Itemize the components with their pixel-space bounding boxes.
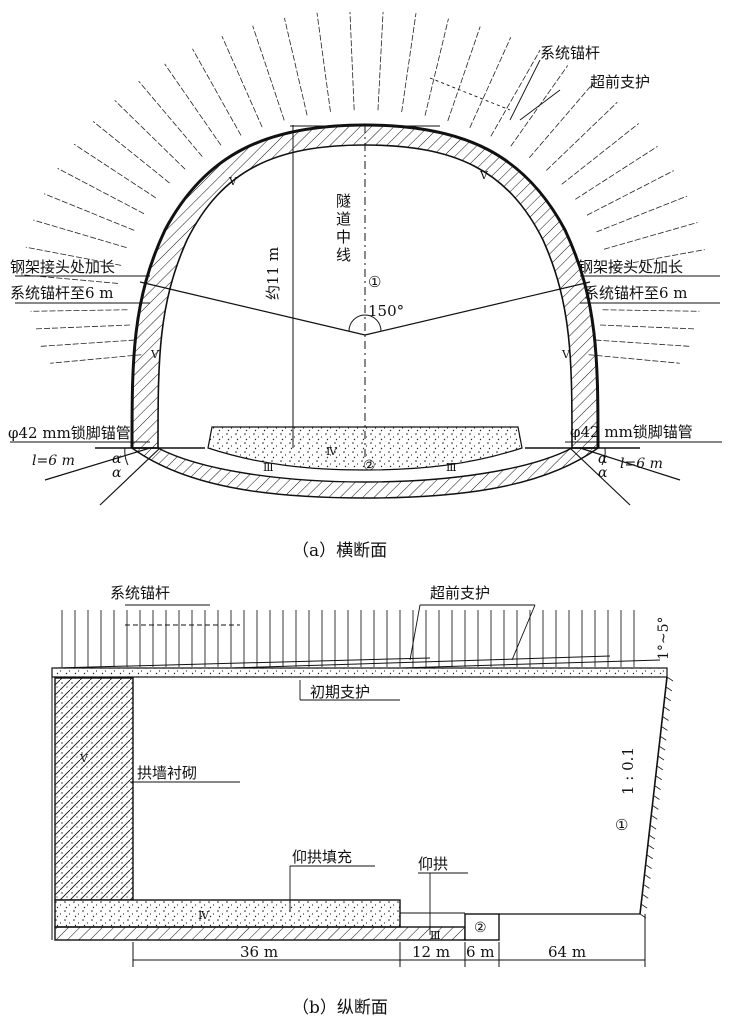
centerline-char-1: 隧 xyxy=(336,192,351,210)
step-marker-5-a: Ⅴ xyxy=(228,175,238,188)
step-marker-5-b: Ⅴ xyxy=(479,169,489,182)
invert-fill-block xyxy=(54,899,401,928)
long-label-advance-support: 超前支护 xyxy=(430,584,490,602)
cross-caption: （a）横断面 xyxy=(292,541,387,561)
long-label-invert-fill: 仰拱填充 xyxy=(292,848,352,866)
cross-label-advance-support: 超前支护 xyxy=(590,73,650,91)
dim-6m: 6 m xyxy=(466,943,495,961)
long-section: 系统锚杆 超前支护 1°~5° 初期支护 拱墙衬砌 1 : 0.1 仰拱填充 仰… xyxy=(51,584,674,1018)
dim-36m: 36 m xyxy=(240,943,278,961)
cross-label-alpha-left-2: α xyxy=(112,465,122,481)
centerline-char-4: 线 xyxy=(336,246,351,264)
centerline-char-2: 道 xyxy=(336,210,351,228)
step-marker-3-right: Ⅲ xyxy=(446,461,457,474)
cross-label-system-bolt: 系统锚杆 xyxy=(540,44,600,62)
dim-12m: 12 m xyxy=(412,943,450,961)
system-bolts-radial xyxy=(21,11,705,364)
cross-label-alpha-left-1: α xyxy=(112,451,122,467)
cross-label-steel-joint-right-1: 钢架接头处加长 xyxy=(578,258,683,276)
long-label-primary-support: 初期支护 xyxy=(310,683,370,701)
step-marker-4: Ⅳ xyxy=(326,445,338,458)
cross-label-l6-left: l=6 m xyxy=(32,453,75,469)
cross-label-steel-joint-right-2: 系统锚杆至6 m xyxy=(584,284,688,302)
cross-section: 系统锚杆 超前支护 隧 道 中 线 约11 m 150° 钢架接头处加长 系统锚… xyxy=(8,11,722,561)
step-2-block xyxy=(464,913,500,941)
long-label-slope: 1 : 0.1 xyxy=(619,747,637,795)
long-label-system-bolt: 系统锚杆 xyxy=(110,584,170,602)
angle-label: 150° xyxy=(368,302,404,320)
long-step-5: Ⅴ xyxy=(79,752,89,765)
height-label: 约11 m xyxy=(264,247,282,300)
step-marker-5-d: Ⅴ xyxy=(561,348,571,361)
primary-support-band xyxy=(51,667,668,678)
centerline-char-3: 中 xyxy=(336,228,351,246)
cross-label-lock-pipe-left: φ42 mm锁脚锚管 xyxy=(8,424,131,442)
long-label-angle: 1°~5° xyxy=(656,616,672,660)
cross-label-steel-joint-left-1: 钢架接头处加长 xyxy=(10,258,115,276)
long-step-2: ② xyxy=(474,920,487,936)
invert-block xyxy=(54,926,466,941)
dim-64m: 64 m xyxy=(548,943,586,961)
cross-label-lock-pipe-right: φ42 mm锁脚锚管 xyxy=(570,423,693,441)
step-marker-1: ① xyxy=(368,273,381,291)
system-bolts-vertical xyxy=(61,610,635,667)
cross-label-steel-joint-left-2: 系统锚杆至6 m xyxy=(10,284,114,302)
step-marker-5-c: Ⅴ xyxy=(150,348,160,361)
face-slope-ticks xyxy=(639,676,674,919)
long-step-1: ① xyxy=(615,816,628,834)
lining-block xyxy=(54,677,134,901)
step-marker-2: ② xyxy=(363,458,376,474)
cross-label-alpha-right-1: α xyxy=(598,451,608,467)
long-caption: （b）纵断面 xyxy=(292,998,388,1018)
cross-label-l6-right: l=6 m xyxy=(620,456,663,472)
step-marker-3-left: Ⅲ xyxy=(263,461,274,474)
long-label-invert: 仰拱 xyxy=(418,855,448,873)
cross-label-alpha-right-2: α xyxy=(598,465,608,481)
long-step-3: Ⅲ xyxy=(430,929,441,942)
invert-fill xyxy=(207,426,523,471)
long-label-lining: 拱墙衬砌 xyxy=(137,764,197,782)
advance-support-lines xyxy=(54,655,661,669)
long-step-4: Ⅳ xyxy=(198,909,210,922)
